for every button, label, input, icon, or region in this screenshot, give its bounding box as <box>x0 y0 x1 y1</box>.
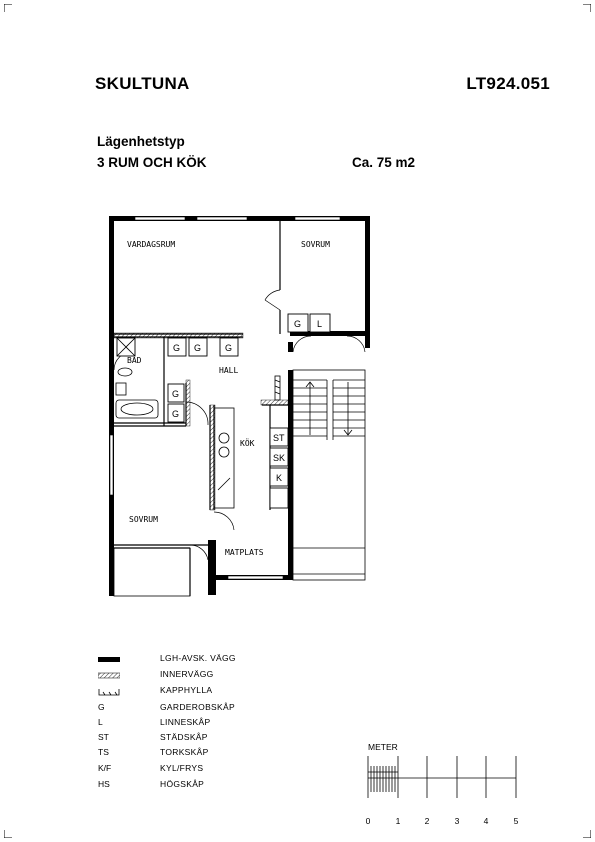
legend-row: K/F KYL/FRYS <box>98 763 298 777</box>
outer-walls <box>109 216 370 596</box>
legend-code: L <box>98 717 103 727</box>
staircase <box>292 369 366 581</box>
location-title: SKULTUNA <box>95 74 190 93</box>
cabinet-label-g: G <box>173 343 180 353</box>
hatched-walls <box>113 332 289 511</box>
legend-row: LGH-AVSK. VÄGG <box>98 653 298 667</box>
cabinet-label-g: G <box>194 343 201 353</box>
room-label-matplats: MATPLATS <box>225 548 264 557</box>
cabinet-label-g: G <box>225 343 232 353</box>
legend-label: INNERVÄGG <box>160 669 214 679</box>
legend-row: ST STÄDSKÅP <box>98 732 298 746</box>
cabinet-label-l: L <box>317 319 322 329</box>
cabinet-label-g: G <box>172 389 179 399</box>
legend-row: HS HÖGSKÅP <box>98 779 298 793</box>
scale-tick-label: 2 <box>424 816 430 826</box>
windows-bottom <box>227 575 284 580</box>
bath-fixtures <box>115 337 159 419</box>
cabinet-label-g: G <box>172 409 179 419</box>
hatrack-symbol <box>98 689 120 696</box>
scale-tick-label: 0 <box>365 816 371 826</box>
legend-row: TS TORKSKÅP <box>98 747 298 761</box>
legend-row: KAPPHYLLA <box>98 685 298 699</box>
area-label: Ca. 75 m2 <box>352 155 416 170</box>
stair-treads <box>293 379 365 437</box>
legend-code: K/F <box>98 763 112 773</box>
legend-label: LGH-AVSK. VÄGG <box>160 653 236 663</box>
balcony <box>113 547 191 597</box>
legend-label: STÄDSKÅP <box>160 732 208 742</box>
legend-code: HS <box>98 779 110 789</box>
room-label-hall: HALL <box>219 366 238 375</box>
windows-left <box>109 434 114 496</box>
scale-subdivisions <box>368 766 398 792</box>
room-label-sovrum-bottom: SOVRUM <box>129 515 158 524</box>
legend-code: TS <box>98 747 109 757</box>
thick-wall-symbol <box>98 657 120 662</box>
legend-code: ST <box>98 732 109 742</box>
cabinet-label-g: G <box>294 319 301 329</box>
legend-label: LINNESKÅP <box>160 717 211 727</box>
hatrack <box>274 375 281 401</box>
legend-row: L LINNESKÅP <box>98 717 298 731</box>
cabinet-label-st: ST <box>273 433 285 443</box>
interior-walls <box>114 221 288 596</box>
kitchen-counter <box>213 407 235 509</box>
room-label-vardagsrum: VARDAGSRUM <box>127 240 175 249</box>
cabinet-label-k: K <box>276 473 282 483</box>
scale-tick-label: 5 <box>513 816 519 826</box>
legend-label: TORKSKÅP <box>160 747 209 757</box>
room-label-sovrum-top: SOVRUM <box>301 240 330 249</box>
legend-row: G GARDEROBSKÅP <box>98 702 298 716</box>
windows-top <box>134 216 341 221</box>
cabinets <box>116 313 331 509</box>
scale-tick-label: 1 <box>395 816 401 826</box>
legend-row: INNERVÄGG <box>98 669 298 683</box>
apartment-type-label: Lägenhetstyp <box>97 134 185 149</box>
legend-label: GARDEROBSKÅP <box>160 702 235 712</box>
scale-title: METER <box>368 742 398 752</box>
room-count: 3 RUM OCH KÖK <box>97 155 207 170</box>
room-label-kok: KÖK <box>240 438 255 448</box>
legend-label: KYL/FRYS <box>160 763 204 773</box>
legend-label: HÖGSKÅP <box>160 779 205 789</box>
scale-tick-label: 4 <box>483 816 489 826</box>
cabinet-label-sk: SK <box>273 453 285 463</box>
legend-code: G <box>98 702 105 712</box>
room-label-bad: BAD <box>127 356 142 365</box>
legend-label: KAPPHYLLA <box>160 685 213 695</box>
scale-tick-label: 3 <box>454 816 460 826</box>
hatched-wall-symbol <box>98 672 120 679</box>
drawing-number: LT924.051 <box>466 74 550 93</box>
scale-bar <box>367 756 517 798</box>
